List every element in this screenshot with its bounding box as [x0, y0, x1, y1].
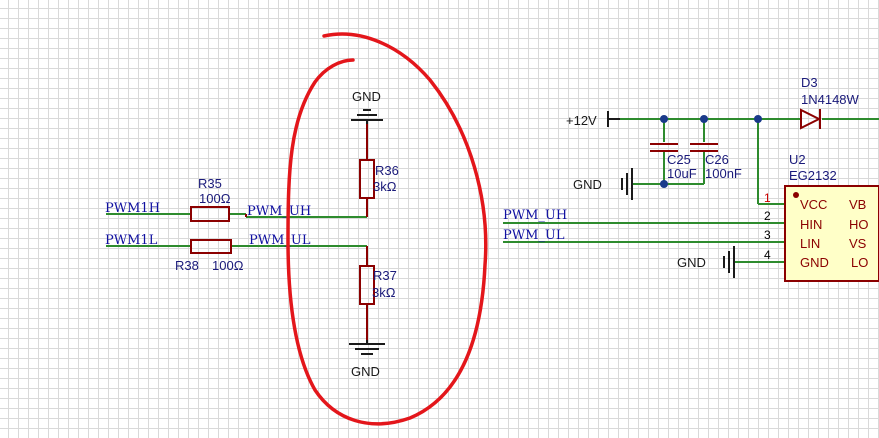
r35-ref: R35	[198, 176, 222, 191]
d3-ref: D3	[801, 75, 818, 90]
c26-value: 100nF	[705, 166, 742, 181]
u2-body[interactable]	[784, 185, 879, 282]
gnd-ic-symbol	[723, 246, 735, 278]
r37-body[interactable]	[359, 265, 375, 305]
u2-pin-vs: VS	[849, 236, 867, 251]
u2-ref: U2	[789, 152, 806, 167]
u2-part: EG2132	[789, 168, 837, 183]
u2-pin4-num: 4	[764, 248, 771, 262]
power-12v-label: +12V	[566, 113, 597, 128]
net-label-pwm-uh-right: PWM_UH	[503, 208, 567, 223]
power-12v-symbol	[607, 111, 620, 127]
net-label-pwm1l: PWM1L	[105, 233, 158, 248]
c26-symbol[interactable]	[690, 143, 718, 152]
u2-pin-gnd: GND	[800, 255, 829, 270]
d3-value: 1N4148W	[801, 92, 860, 107]
r35-body[interactable]	[190, 206, 230, 222]
gnd-caps-symbol	[621, 168, 633, 200]
u2-pin3-num: 3	[764, 228, 771, 242]
c25-value: 10uF	[667, 166, 697, 181]
r38-body[interactable]	[190, 239, 232, 254]
junction-c25-gnd	[660, 180, 668, 188]
junction-dots	[660, 115, 762, 188]
net-label-pwm1h: PWM1H	[105, 201, 160, 216]
c26-ref: C26	[705, 152, 729, 167]
r38-value: 100Ω	[212, 258, 244, 273]
d3-symbol[interactable]	[800, 108, 822, 130]
gnd-caps-label: GND	[573, 177, 602, 192]
u2-pin-vb: VB	[849, 197, 866, 212]
net-label-pwm-ul: PWM_UL	[249, 233, 311, 248]
right-wires	[503, 118, 879, 263]
net-label-pwm-ul-right: PWM_UL	[503, 228, 565, 243]
u2-pin2-num: 2	[764, 209, 771, 223]
junction-c25-top	[660, 115, 668, 123]
c25-symbol[interactable]	[650, 143, 678, 152]
r38-ref: R38	[175, 258, 199, 273]
u2-pin-ho: HO	[849, 217, 869, 232]
u2-pin-vcc: VCC	[800, 197, 827, 212]
red-annotation-loop	[286, 32, 488, 426]
u2-pin1-marker	[793, 192, 799, 198]
junction-c26-top	[700, 115, 708, 123]
r36-ref: R36	[375, 163, 399, 178]
u2-pin-lin: LIN	[800, 236, 820, 251]
left-component-leads	[245, 124, 368, 344]
r36-body[interactable]	[359, 159, 375, 199]
gnd-bottom-label: GND	[351, 364, 380, 379]
r37-value: 3kΩ	[372, 285, 396, 300]
r35-value: 100Ω	[199, 191, 231, 206]
r37-ref: R37	[373, 268, 397, 283]
gnd-top-symbol	[351, 109, 383, 124]
net-label-pwm-uh: PWM_UH	[247, 204, 311, 219]
gnd-top-label: GND	[352, 89, 381, 104]
u2-pin1-num: 1	[764, 191, 771, 205]
u2-pin-lo: LO	[851, 255, 868, 270]
r36-value: 3kΩ	[373, 179, 397, 194]
u2-pin-hin: HIN	[800, 217, 822, 232]
gnd-ic-label: GND	[677, 255, 706, 270]
left-wires	[106, 213, 367, 247]
c25-ref: C25	[667, 152, 691, 167]
gnd-bottom-symbol	[349, 340, 385, 355]
junction-vcc	[754, 115, 762, 123]
